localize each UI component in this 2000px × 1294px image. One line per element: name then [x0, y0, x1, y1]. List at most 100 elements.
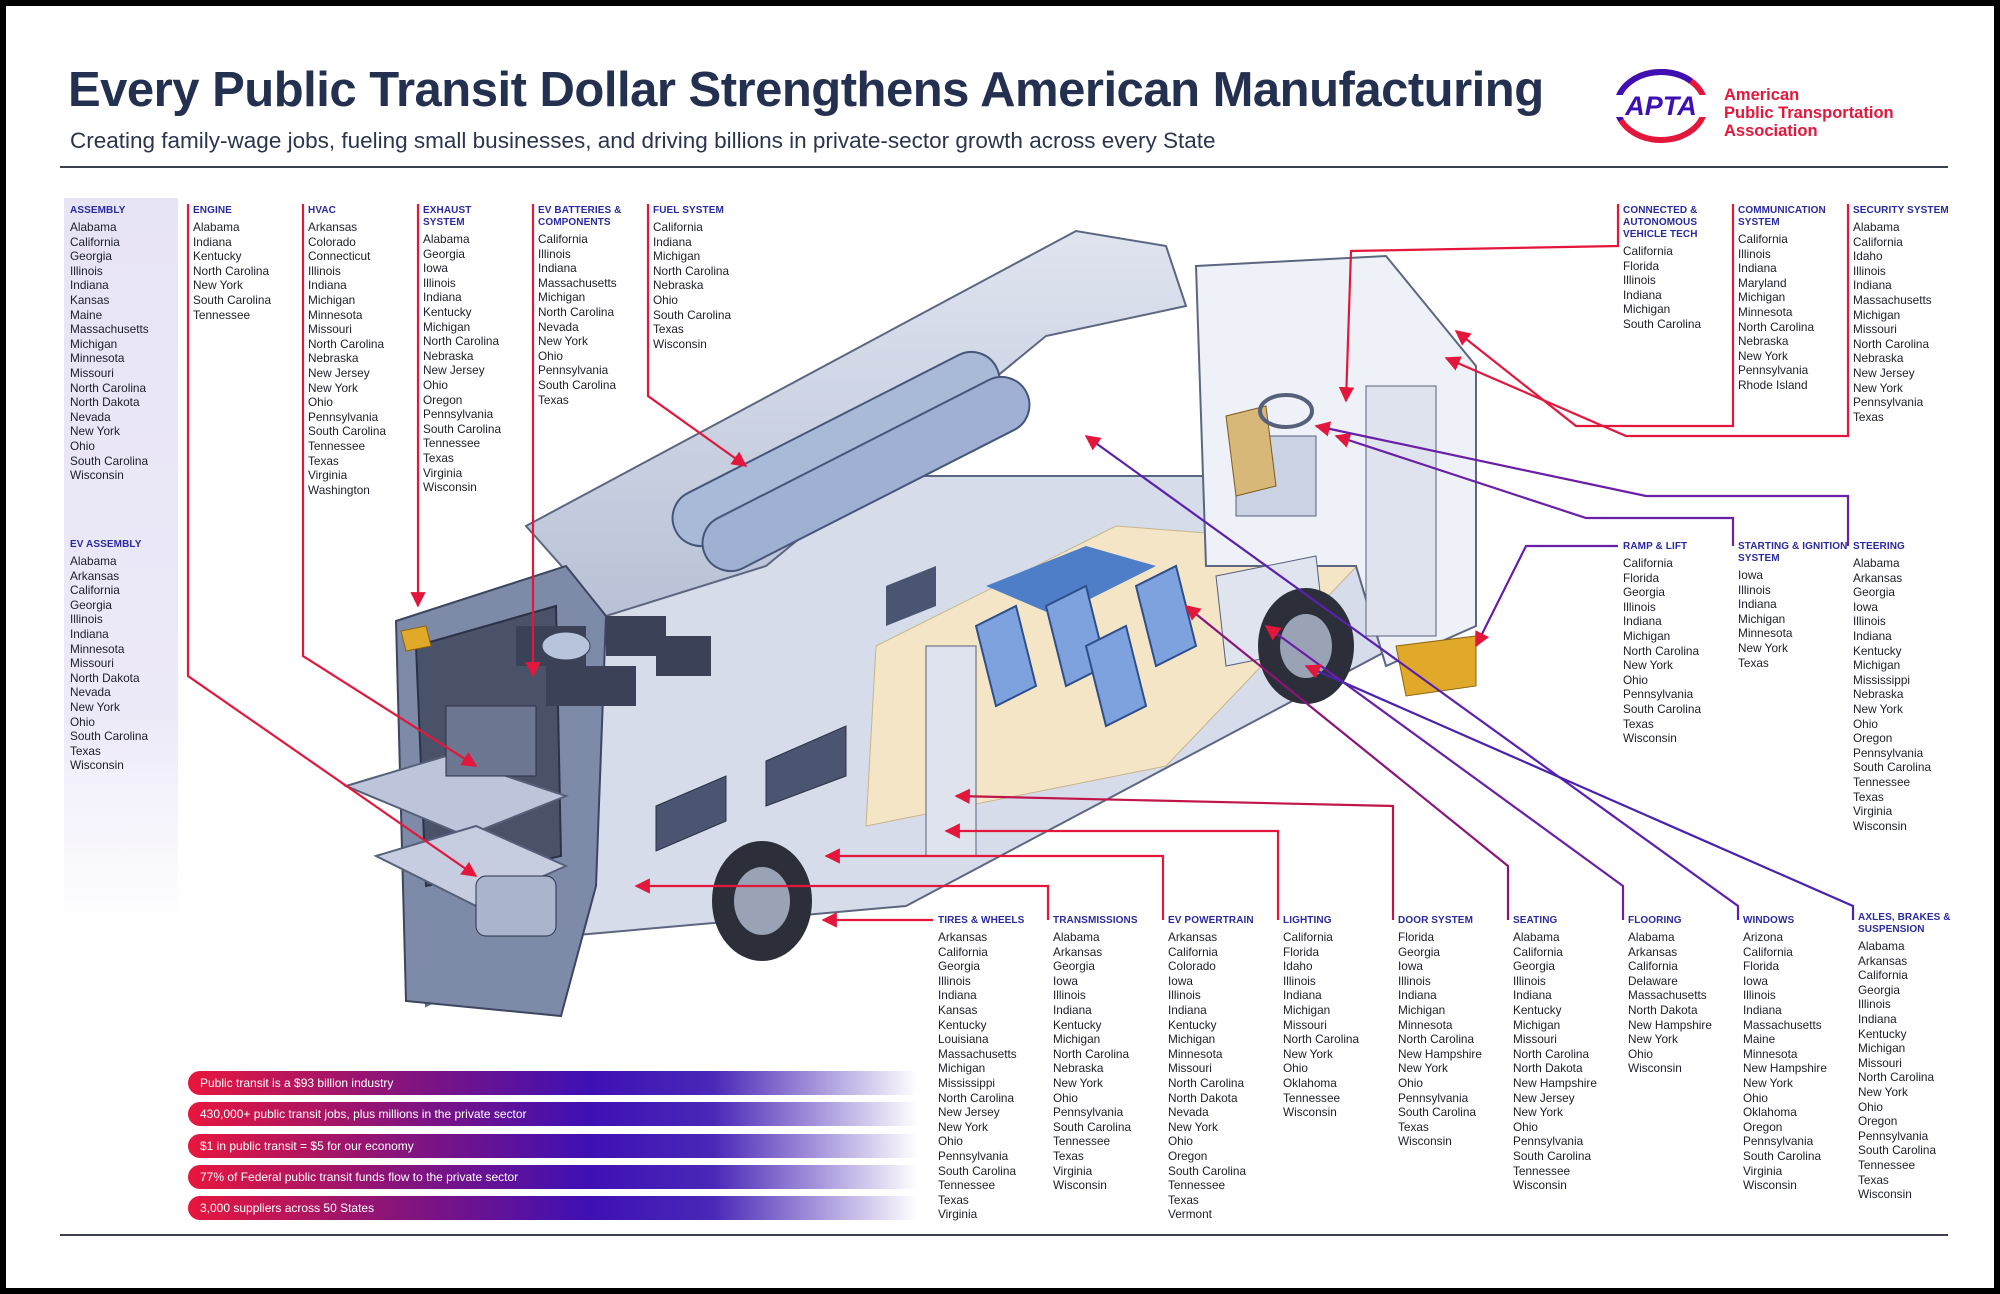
state-item: Ohio: [1743, 1090, 1768, 1105]
state-item: Pennsylvania: [1623, 687, 1694, 702]
state-item: Connecticut: [308, 249, 371, 264]
state-item: Indiana: [1513, 988, 1552, 1003]
state-item: Oklahoma: [1283, 1075, 1337, 1090]
state-item: California: [1623, 244, 1673, 258]
state-item: Nebraska: [423, 348, 474, 363]
category-tires-wheels: TIRES & WHEELS Arkansas California Georg…: [938, 915, 1048, 1222]
state-item: Wisconsin: [1623, 731, 1677, 746]
state-item: North Carolina: [1858, 1070, 1935, 1085]
logo-org-line: American: [1724, 86, 1800, 104]
state-item: Pennsylvania: [1858, 1128, 1929, 1143]
category-ev-batteries: EV BATTERIES & COMPONENTS California Ill…: [538, 205, 638, 407]
category-heading: RAMP & LIFT: [1623, 541, 1688, 552]
logo-org-line: Association: [1724, 122, 1818, 140]
state-item: Massachusetts: [1853, 292, 1932, 307]
state-item: New York: [1853, 380, 1903, 395]
state-item: Virginia: [1853, 804, 1893, 819]
state-item: Wisconsin: [70, 758, 124, 773]
state-item: California: [1623, 556, 1673, 570]
state-item: Michigan: [1283, 1002, 1331, 1017]
state-item: Alabama: [1853, 220, 1900, 234]
state-item: Florida: [1398, 930, 1435, 944]
infographic-poster: Every Public Transit Dollar Strengthens …: [6, 6, 1994, 1288]
state-item: California: [1168, 944, 1218, 959]
category-heading: DOOR SYSTEM: [1398, 915, 1473, 926]
state-item: South Carolina: [938, 1163, 1017, 1178]
state-item: Texas: [1623, 716, 1654, 731]
state-item: Michigan: [938, 1061, 986, 1076]
category-heading: CONNECTED & AUTONOMOUS VEHICLE TECH: [1623, 205, 1698, 240]
state-item: Louisiana: [938, 1032, 989, 1047]
state-item: Missouri: [1853, 322, 1897, 337]
state-item: Minnesota: [70, 641, 125, 656]
state-item: Kansas: [70, 292, 110, 307]
category-heading: ASSEMBLY: [70, 205, 126, 216]
state-item: North Carolina: [70, 380, 147, 395]
state-item: Texas: [70, 743, 101, 758]
state-item: Michigan: [308, 292, 356, 307]
state-item: Wisconsin: [1743, 1178, 1797, 1193]
state-item: Tennessee: [423, 436, 481, 451]
state-item: Illinois: [1738, 582, 1771, 597]
state-item: New York: [1858, 1084, 1908, 1099]
state-item: Texas: [308, 453, 339, 468]
state-item: New Hampshire: [1628, 1017, 1712, 1032]
state-item: South Carolina: [423, 421, 502, 436]
state-item: California: [653, 220, 703, 234]
state-item: Nebraska: [1053, 1061, 1104, 1076]
state-item: Minnesota: [1738, 304, 1793, 319]
state-list: Alabama Arkansas Georgia Iowa Illinois I…: [1853, 556, 1953, 833]
category-heading: COMMUNICATION SYSTEM: [1738, 205, 1826, 228]
state-item: Illinois: [938, 973, 971, 988]
category-assembly: ASSEMBLY Alabama California Georgia Illi…: [70, 205, 149, 483]
state-item: Michigan: [653, 249, 701, 264]
state-item: Ohio: [653, 292, 678, 307]
assembly-panel: [64, 198, 178, 928]
state-item: Illinois: [1513, 973, 1546, 988]
state-item: Ohio: [308, 395, 333, 410]
state-item: Alabama: [1513, 930, 1560, 944]
state-item: Pennsylvania: [1398, 1090, 1469, 1105]
stat-bar: $1 in public transit = $5 for our econom…: [188, 1134, 918, 1158]
state-item: Illinois: [538, 246, 571, 261]
state-item: California: [938, 944, 988, 959]
state-item: New Hampshire: [1398, 1046, 1482, 1061]
state-item: Missouri: [1513, 1032, 1557, 1047]
state-list: Iowa Illinois Indiana Michigan Minnesota…: [1738, 568, 1848, 670]
state-item: Texas: [1853, 409, 1884, 424]
category-heading: ENGINE: [193, 205, 232, 216]
state-item: North Dakota: [70, 670, 140, 685]
state-list: Arizona California Florida Iowa Illinois…: [1743, 930, 1853, 1193]
state-list: Alabama Arkansas California Delaware Mas…: [1628, 930, 1738, 1076]
category-security-system: SECURITY SYSTEM Alabama California Idaho…: [1853, 205, 1953, 424]
state-item: New York: [1628, 1032, 1678, 1047]
state-item: Tennessee: [1168, 1178, 1226, 1193]
header-divider: [60, 166, 1948, 168]
state-item: Ohio: [1053, 1090, 1078, 1105]
category-flooring: FLOORING Alabama Arkansas California Del…: [1628, 915, 1738, 1076]
state-list: Alabama California Georgia Illinois Indi…: [70, 220, 149, 483]
state-item: Arkansas: [1853, 570, 1903, 585]
state-item: North Carolina: [1398, 1032, 1475, 1047]
state-list: California Illinois Indiana Massachusett…: [538, 232, 638, 407]
state-item: New York: [1853, 701, 1903, 716]
stat-bar: 3,000 suppliers across 50 States: [188, 1196, 918, 1220]
state-item: California: [1283, 930, 1333, 944]
state-item: Arkansas: [1858, 953, 1908, 968]
category-axles-brakes: AXLES, BRAKES & SUSPENSION Alabama Arkan…: [1858, 912, 1958, 1202]
state-item: Minnesota: [1743, 1046, 1798, 1061]
state-item: Iowa: [423, 261, 448, 276]
category-exhaust-system: EXHAUST SYSTEM Alabama Georgia Iowa Illi…: [423, 205, 502, 495]
state-item: Texas: [1858, 1172, 1889, 1187]
state-item: South Carolina: [70, 729, 149, 744]
state-item: Tennessee: [193, 307, 251, 322]
state-item: Missouri: [1858, 1055, 1902, 1070]
state-item: South Carolina: [1053, 1119, 1132, 1134]
state-item: Alabama: [1853, 556, 1900, 570]
state-item: Texas: [538, 392, 569, 407]
state-item: Missouri: [1283, 1017, 1327, 1032]
state-item: Wisconsin: [70, 468, 124, 483]
state-item: New Jersey: [1513, 1090, 1575, 1105]
state-item: New Jersey: [308, 365, 370, 380]
state-item: Iowa: [1853, 599, 1878, 614]
